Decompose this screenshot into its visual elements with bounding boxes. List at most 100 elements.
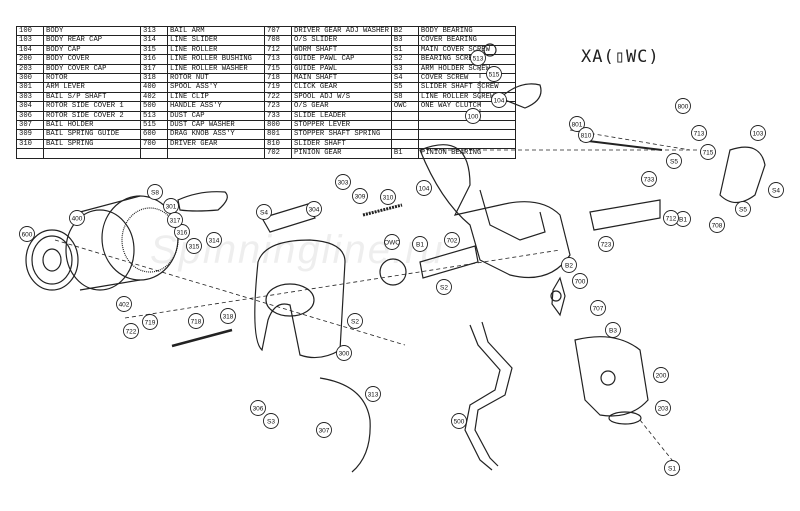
callout-balloon: S2 [347, 313, 363, 329]
part-number-cell: 708 [264, 35, 292, 46]
slide-leader-part [589, 199, 661, 231]
bail-arm-part [319, 377, 371, 473]
part-name-cell: MAIN COVER SCREW [417, 44, 516, 56]
callout-label: 200 [656, 372, 667, 379]
callout-label: B3 [609, 327, 617, 334]
slider-shaft-part [579, 139, 663, 151]
part-number-cell: 718 [264, 73, 292, 84]
callout-label: S2 [351, 318, 359, 325]
callout-label: 301 [166, 203, 177, 210]
callout-label: 801 [572, 121, 583, 128]
callout-balloon: 315 [186, 238, 202, 254]
part-name-cell: PINION BEARING [417, 148, 516, 159]
part-number-cell: 810 [264, 138, 292, 150]
callout-label: S5 [670, 158, 678, 165]
callout-label: S4 [260, 209, 268, 216]
callout-balloon: 708 [709, 217, 725, 233]
callout-label: 723 [601, 241, 612, 248]
callout-label: 712 [666, 215, 677, 222]
callout-balloon: 712 [663, 210, 679, 226]
callout-balloon: 301 [163, 198, 179, 214]
part-name-cell: COVER BEARING [417, 35, 516, 46]
callout-label: 318 [223, 313, 234, 320]
callout-label: 100 [468, 113, 479, 120]
part-number-cell: 713 [264, 54, 292, 65]
callout-label: 513 [473, 55, 484, 62]
callout-balloon: 303 [335, 174, 351, 190]
part-number-cell: 722 [264, 91, 292, 103]
part-number-cell: 801 [264, 129, 292, 140]
callout-label: 515 [489, 71, 500, 78]
callout-label: 306 [253, 405, 264, 412]
part-number-cell: 723 [264, 101, 292, 112]
main-shaft-part [171, 328, 233, 348]
callout-balloon: B2 [561, 257, 577, 273]
callout-balloon: 307 [316, 422, 332, 438]
callout-label: 715 [703, 149, 714, 156]
callout-label: B1 [679, 216, 687, 223]
callout-balloon: 700 [572, 273, 588, 289]
callout-label: S2 [440, 284, 448, 291]
callout-balloon: S5 [666, 153, 682, 169]
callout-balloon: S3 [263, 413, 279, 429]
callout-balloon: B1 [675, 211, 691, 227]
callout-label: 307 [319, 427, 330, 434]
callout-balloon: 402 [116, 296, 132, 312]
assembly-lines [54, 60, 700, 471]
part-number-cell: 800 [264, 120, 292, 131]
callout-balloon: 713 [691, 125, 707, 141]
callout-balloon: 318 [220, 308, 236, 324]
part-number-cell: 712 [264, 44, 292, 56]
callout-label: 500 [454, 418, 465, 425]
callout-label: 800 [678, 103, 689, 110]
callout-balloon: S5 [735, 201, 751, 217]
callout-balloon: 314 [206, 232, 222, 248]
body-cover-cap-part [608, 411, 642, 425]
callout-balloon: 400 [69, 210, 85, 226]
callout-balloon: 513 [470, 50, 486, 66]
part-number-cell: 715 [264, 63, 292, 75]
callout-balloon: 300 [336, 345, 352, 361]
callout-balloon: 715 [700, 144, 716, 160]
part-name-cell: LINE ROLLER SCREW [417, 91, 516, 103]
part-number-cell: 733 [264, 110, 292, 122]
callout-balloon: 500 [451, 413, 467, 429]
part-name-cell: BODY BEARING [417, 25, 516, 37]
callout-label: 600 [22, 231, 33, 238]
callout-label: 713 [694, 130, 705, 137]
callout-balloon: S1 [664, 460, 680, 476]
part-name-cell: ARM HOLDER SCREW [417, 63, 516, 75]
part-number-cell: 702 [264, 148, 292, 159]
callout-label: S5 [739, 206, 747, 213]
callout-balloon: 316 [174, 224, 190, 240]
callout-label: 702 [447, 237, 458, 244]
callout-label: 708 [712, 222, 723, 229]
callout-label: 316 [177, 229, 188, 236]
part-name-cell: ONE WAY CLUTCH [417, 101, 516, 112]
callout-label: 300 [339, 350, 350, 357]
callout-balloon: 103 [750, 125, 766, 141]
callout-balloon: B1 [412, 236, 428, 252]
part-number-cell: 707 [264, 25, 292, 37]
callout-label: 722 [126, 328, 137, 335]
callout-balloon: 100 [465, 108, 481, 124]
callout-balloon: 800 [675, 98, 691, 114]
callout-balloon: 707 [590, 300, 606, 316]
callout-balloon: 310 [380, 189, 396, 205]
body-part [419, 144, 571, 279]
callout-label: 700 [575, 278, 586, 285]
callout-balloon: 600 [19, 226, 35, 242]
callout-label: 402 [119, 301, 130, 308]
callout-balloon: 810 [578, 127, 594, 143]
callout-balloon: 733 [641, 171, 657, 187]
callout-label: S8 [151, 189, 159, 196]
callout-label: 203 [658, 405, 669, 412]
